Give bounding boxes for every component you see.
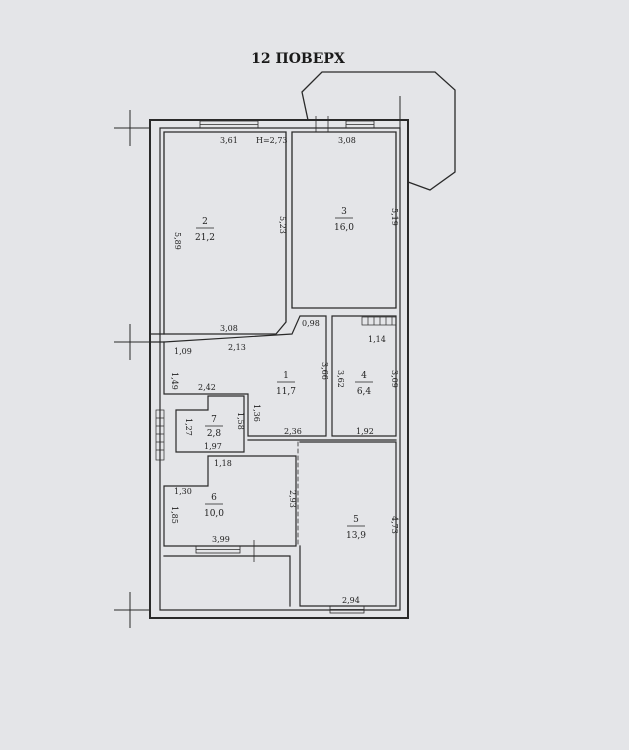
- dimension-label: 3,61: [220, 136, 238, 145]
- window-room-6: [195, 545, 241, 554]
- dimension-labels: 3,61 Н=2,73 3,08 5,89 5,23 5,19 3,08 0,9…: [170, 136, 399, 605]
- vent-grilles: [155, 316, 397, 461]
- axis-mark: [114, 324, 150, 360]
- dimension-label: 3,08: [338, 136, 356, 145]
- room-area: 2,8: [207, 429, 222, 439]
- dimension-label: 5,19: [390, 208, 399, 226]
- room-number: 1: [283, 371, 289, 381]
- dimension-label: 1,97: [204, 442, 222, 451]
- room-number: 6: [211, 493, 217, 503]
- room-number: 7: [211, 415, 217, 425]
- dimension-label: 1,36: [252, 404, 261, 422]
- dimension-label: 1,58: [236, 412, 245, 430]
- dimension-label: 3,66: [320, 362, 329, 380]
- dimension-label: 1,27: [184, 418, 193, 436]
- window-room-5: [329, 605, 365, 614]
- room-6-label: 6 10,0: [204, 493, 224, 519]
- dimension-label: 3,62: [336, 370, 345, 388]
- room-7-walls: [175, 395, 245, 453]
- dimension-label: 1,30: [174, 487, 192, 496]
- room-6-walls: [163, 455, 297, 547]
- dimension-label: 2,94: [342, 596, 360, 605]
- dimension-label: 2,42: [198, 383, 216, 392]
- room-4-walls: [331, 315, 397, 437]
- axis-mark: [114, 110, 150, 146]
- axis-mark: [114, 592, 150, 628]
- dimension-label: 1,18: [214, 459, 232, 468]
- dimension-label: 1,49: [170, 372, 179, 390]
- dimension-label: 3,99: [212, 535, 230, 544]
- room-labels: 2 21,2 3 16,0 1 11,7 4 6,4 7: [195, 207, 373, 541]
- room-area: 6,4: [357, 387, 372, 397]
- dimension-label: 1,92: [356, 427, 374, 436]
- grille-room-7-bars: [156, 417, 164, 451]
- room-5-walls: [299, 441, 397, 607]
- room-area: 11,7: [276, 387, 296, 397]
- dimension-label: 3,08: [220, 324, 238, 333]
- grille-room-4-bars: [367, 317, 393, 325]
- windows: [195, 116, 375, 614]
- dimension-label: 2,93: [288, 490, 297, 508]
- outer-wall: [149, 119, 409, 619]
- room-1-walls: [163, 315, 327, 437]
- loggia-walls: [163, 555, 291, 607]
- grille-room-4: [361, 316, 397, 326]
- dimension-label: 5,89: [173, 232, 182, 250]
- room-3-walls: [291, 131, 397, 309]
- dimension-label: 1,09: [174, 347, 192, 356]
- plan-title: 12 ПОВЕРХ: [251, 51, 345, 67]
- room-area: 16,0: [334, 223, 354, 233]
- room-4-label: 4 6,4: [355, 371, 373, 397]
- wall-stub: [149, 333, 165, 343]
- room-area: 13,9: [346, 531, 366, 541]
- axis-marks: [114, 96, 401, 628]
- dimension-label: 1,85: [170, 506, 179, 524]
- room-number: 5: [353, 515, 359, 525]
- room-1-label: 1 11,7: [276, 371, 296, 397]
- room-area: 10,0: [204, 509, 224, 519]
- grille-room-7: [155, 409, 165, 461]
- dimension-label: 3,09: [390, 370, 399, 388]
- room-3-label: 3 16,0: [334, 207, 354, 233]
- bay-window: [301, 71, 456, 191]
- room-5-label: 5 13,9: [346, 515, 366, 541]
- ceiling-height: Н=2,73: [256, 136, 288, 145]
- room-area: 21,2: [195, 233, 215, 243]
- window-room-2: [199, 120, 259, 129]
- dimension-label: 2,36: [284, 427, 302, 436]
- room-number: 4: [361, 371, 367, 381]
- outer-wall-inner-line: [159, 127, 401, 611]
- dimension-label: 1,14: [368, 335, 386, 344]
- room-number: 2: [202, 217, 208, 227]
- room-2-walls: [163, 131, 287, 335]
- dimension-label: 0,98: [302, 319, 320, 328]
- dimension-label: 5,23: [278, 216, 287, 234]
- window-room-3: [345, 120, 375, 129]
- room-7-label: 7 2,8: [205, 415, 223, 439]
- room-number: 3: [341, 207, 347, 217]
- dimension-label: 4,73: [390, 516, 399, 534]
- walls: [149, 71, 456, 619]
- room-2-label: 2 21,2: [195, 217, 215, 243]
- dimension-label: 2,13: [228, 343, 246, 352]
